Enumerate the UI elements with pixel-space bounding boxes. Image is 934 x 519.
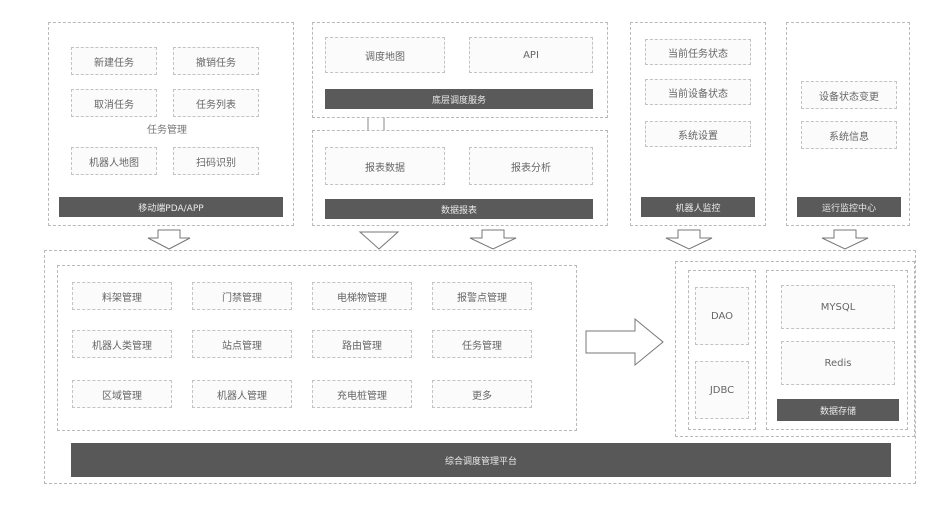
access-layer-panel: DAO JDBC xyxy=(688,270,756,430)
pda-app-panel: 新建任务 撤销任务 取消任务 任务列表 任务管理 机器人地图 扫码识别 移动端P… xyxy=(48,22,294,226)
pda-item-scan[interactable]: 扫码识别 xyxy=(173,147,259,175)
modules-panel: 料架管理 门禁管理 电梯物管理 报警点管理 机器人类管理 站点管理 路由管理 任… xyxy=(57,265,577,431)
task-management-label: 任务管理 xyxy=(147,121,187,136)
down-arrow-icon xyxy=(820,230,870,250)
robot-monitor-bar: 机器人监控 xyxy=(641,197,755,217)
scheduling-service-bar: 底层调度服务 xyxy=(325,89,593,109)
mysql-box[interactable]: MYSQL xyxy=(781,285,895,329)
module-route[interactable]: 路由管理 xyxy=(312,330,412,358)
connector-icon xyxy=(360,118,400,132)
module-task[interactable]: 任务管理 xyxy=(432,330,532,358)
data-report-panel: 报表数据 报表分析 数据报表 xyxy=(312,130,608,226)
data-report-bar: 数据报表 xyxy=(325,199,593,219)
system-settings-box[interactable]: 系统设置 xyxy=(645,121,751,147)
robot-monitor-panel: 当前任务状态 当前设备状态 系统设置 机器人监控 xyxy=(630,22,766,226)
pda-item-task-list[interactable]: 任务列表 xyxy=(173,89,259,117)
dao-box[interactable]: DAO xyxy=(695,287,749,345)
module-rack[interactable]: 料架管理 xyxy=(72,282,172,310)
module-alarm-point[interactable]: 报警点管理 xyxy=(432,282,532,310)
api-box[interactable]: API xyxy=(469,37,593,73)
module-elevator[interactable]: 电梯物管理 xyxy=(312,282,412,310)
pda-item-revoke-task[interactable]: 撤销任务 xyxy=(173,47,259,75)
down-arrow-icon xyxy=(664,230,714,250)
pda-item-robot-map[interactable]: 机器人地图 xyxy=(71,147,157,175)
down-arrow-icon xyxy=(468,230,518,250)
module-robot-type[interactable]: 机器人类管理 xyxy=(72,330,172,358)
scheduling-map-box[interactable]: 调度地图 xyxy=(325,37,445,73)
system-info-box[interactable]: 系统信息 xyxy=(801,121,897,149)
device-panel-bar: 运行监控中心 xyxy=(797,197,901,217)
scheduling-service-panel: 调度地图 API 底层调度服务 xyxy=(312,22,608,118)
module-access-control[interactable]: 门禁管理 xyxy=(192,282,292,310)
pda-item-cancel-task[interactable]: 取消任务 xyxy=(71,89,157,117)
module-charger[interactable]: 充电桩管理 xyxy=(312,380,412,408)
device-status-change-box[interactable]: 设备状态变更 xyxy=(801,81,897,109)
jdbc-box[interactable]: JDBC xyxy=(695,361,749,419)
module-more[interactable]: 更多 xyxy=(432,380,532,408)
current-task-status-box[interactable]: 当前任务状态 xyxy=(645,39,751,65)
device-panel: 设备状态变更 系统信息 运行监控中心 xyxy=(786,22,910,226)
down-arrow-icon xyxy=(356,230,402,250)
module-robot[interactable]: 机器人管理 xyxy=(192,380,292,408)
storage-panel: MYSQL Redis 数据存储 xyxy=(766,270,908,430)
report-data-box[interactable]: 报表数据 xyxy=(325,147,445,185)
report-analysis-box[interactable]: 报表分析 xyxy=(469,147,593,185)
pda-app-bar: 移动端PDA/APP xyxy=(59,197,283,217)
current-device-status-box[interactable]: 当前设备状态 xyxy=(645,79,751,105)
platform-panel: 料架管理 门禁管理 电梯物管理 报警点管理 机器人类管理 站点管理 路由管理 任… xyxy=(44,250,916,484)
down-arrow-icon xyxy=(146,230,192,250)
storage-bar: 数据存储 xyxy=(777,399,899,421)
platform-bar: 综合调度管理平台 xyxy=(71,443,891,477)
redis-box[interactable]: Redis xyxy=(781,341,895,385)
pda-item-new-task[interactable]: 新建任务 xyxy=(71,47,157,75)
right-arrow-icon xyxy=(585,317,665,367)
data-layer-panel: DAO JDBC MYSQL Redis 数据存储 xyxy=(675,261,915,437)
module-station[interactable]: 站点管理 xyxy=(192,330,292,358)
module-area[interactable]: 区域管理 xyxy=(72,380,172,408)
